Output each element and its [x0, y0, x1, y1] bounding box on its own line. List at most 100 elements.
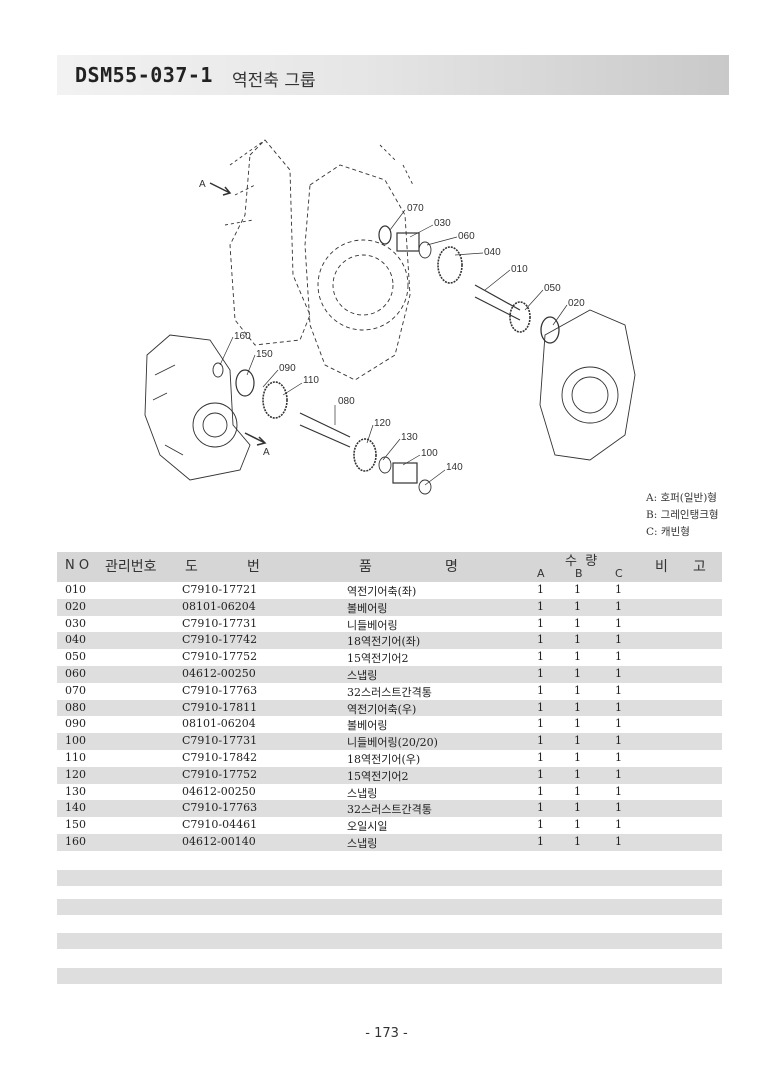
cell-qty-c: 1: [615, 599, 622, 613]
cell-qty-b: 1: [574, 633, 581, 647]
cell-qty-a: 1: [537, 666, 544, 680]
housing-left-lower: [144, 334, 251, 481]
callout-100: 100: [421, 448, 438, 459]
cell-drawing-no: C7910-04461: [182, 818, 258, 832]
cell-no: 060: [65, 666, 86, 680]
cell-drawing-no: C7910-17752: [182, 767, 258, 781]
cell-part-name: 스냅링: [347, 668, 378, 682]
cell-qty-c: 1: [615, 818, 622, 832]
header-qty-c: C: [615, 567, 623, 580]
cell-qty-c: 1: [615, 717, 622, 731]
cell-qty-c: 1: [615, 650, 622, 664]
cell-qty-c: 1: [615, 750, 622, 764]
cell-part-name: 스냅링: [347, 836, 378, 850]
cell-qty-b: 1: [574, 616, 581, 630]
callout-150: 150: [256, 349, 273, 360]
cell-qty-a: 1: [537, 818, 544, 832]
cell-part-name: 18역전기어(우): [347, 752, 421, 766]
cell-no: 160: [65, 834, 86, 848]
cell-qty-b: 1: [574, 801, 581, 815]
cell-part-name: 오일시일: [347, 820, 388, 834]
cell-drawing-no: C7910-17763: [182, 801, 258, 815]
cell-drawing-no: 04612-00140: [182, 834, 256, 848]
cell-drawing-no: C7910-17752: [182, 650, 258, 664]
cell-no: 130: [65, 784, 86, 798]
callout-120: 120: [374, 418, 391, 429]
header-part-name-2: 명: [445, 559, 458, 575]
blank-row: [57, 899, 722, 915]
cell-qty-b: 1: [574, 583, 581, 596]
cell-drawing-no: 08101-06204: [182, 717, 256, 731]
housing-center: [304, 164, 411, 381]
callout-040: 040: [484, 247, 501, 258]
cell-qty-b: 1: [574, 683, 581, 697]
cell-drawing-no: C7910-17742: [182, 633, 258, 647]
housing-right: [539, 309, 636, 461]
table-row: 160 04612-00140 스냅링 1 1 1: [57, 833, 722, 851]
cell-no: 140: [65, 801, 86, 815]
cell-drawing-no: C7910-17763: [182, 683, 258, 697]
cell-no: 150: [65, 818, 86, 832]
cell-no: 010: [65, 583, 86, 596]
cell-qty-a: 1: [537, 633, 544, 647]
cell-part-name: 18역전기어(좌): [347, 635, 421, 649]
cell-qty-b: 1: [574, 666, 581, 680]
cell-qty-a: 1: [537, 616, 544, 630]
callout-050: 050: [544, 283, 561, 294]
callout-130: 130: [401, 432, 418, 443]
cell-qty-a: 1: [537, 599, 544, 613]
exploded-parts-diagram: A A 070 030 060 040 010 050 020 160 150 …: [144, 139, 636, 495]
model-legend: A: 호퍼(일반)형 B: 그레인탱크형 C: 캐빈형: [646, 490, 719, 541]
cell-qty-c: 1: [615, 834, 622, 848]
view-mark-bottom: A: [263, 447, 270, 458]
cell-no: 040: [65, 633, 86, 647]
cell-part-name: 역전기어축(우): [347, 702, 417, 716]
legend-item-a: A: 호퍼(일반)형: [646, 492, 717, 504]
table-header: N O 관리번호 도 번 품 명 수 량 A B C 비 고: [57, 552, 722, 582]
view-arrow-top: [209, 182, 232, 196]
cell-qty-b: 1: [574, 834, 581, 848]
cell-qty-a: 1: [537, 650, 544, 664]
cell-no: 030: [65, 616, 86, 630]
cell-qty-c: 1: [615, 616, 622, 630]
cell-qty-a: 1: [537, 734, 544, 748]
callout-140: 140: [446, 462, 463, 473]
cell-qty-c: 1: [615, 666, 622, 680]
cell-drawing-no: 04612-00250: [182, 784, 256, 798]
blank-row: [57, 933, 722, 949]
callout-020: 020: [568, 298, 585, 309]
cell-qty-c: 1: [615, 784, 622, 798]
callout-030: 030: [434, 218, 451, 229]
housing-left-upper: [229, 139, 311, 346]
header-qty-b: B: [575, 567, 583, 580]
page-title: 역전축 그룹: [232, 71, 316, 91]
cell-qty-c: 1: [615, 700, 622, 714]
cell-qty-a: 1: [537, 683, 544, 697]
cell-qty-a: 1: [537, 834, 544, 848]
header-qty-a: A: [537, 567, 545, 580]
cell-qty-a: 1: [537, 583, 544, 596]
page-code: DSM55-037-1: [75, 63, 213, 87]
cell-qty-b: 1: [574, 750, 581, 764]
cell-part-name: 볼베어링: [347, 601, 388, 615]
blank-row: [57, 968, 722, 984]
cell-drawing-no: C7910-17731: [182, 616, 258, 630]
callout-110: 110: [303, 375, 319, 386]
view-arrow-bottom: [244, 432, 267, 446]
blank-row: [57, 870, 722, 886]
cell-qty-b: 1: [574, 717, 581, 731]
header-quantity: 수 량: [565, 554, 598, 569]
cell-drawing-no: C7910-17811: [182, 700, 258, 714]
header-no: N O: [65, 558, 90, 573]
callout-080: 080: [338, 396, 355, 407]
